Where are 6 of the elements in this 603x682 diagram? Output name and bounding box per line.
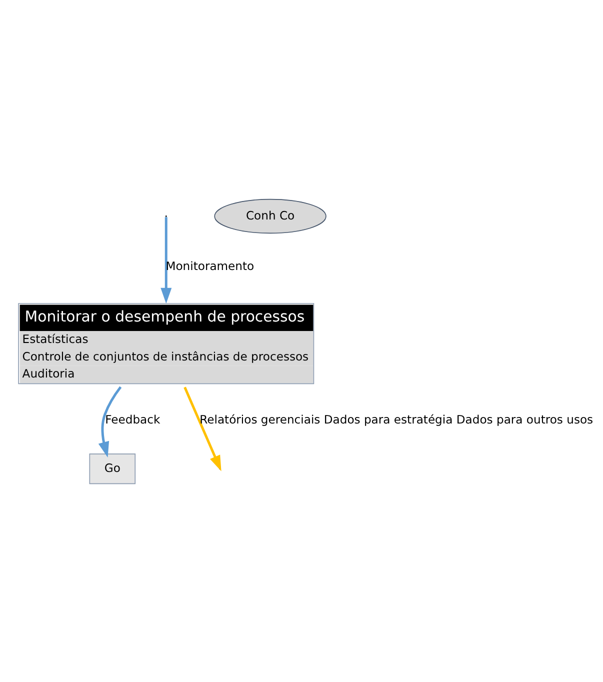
arrow	[98, 386, 122, 457]
edge-label: Relatórios gerenciais Dados para estratégia Dados para outros usos	[200, 412, 594, 426]
node-ellipse: Conh Co	[214, 198, 326, 234]
edge-label: Feedback	[105, 412, 160, 426]
arrow	[160, 216, 172, 304]
node-box: Go	[89, 453, 136, 484]
